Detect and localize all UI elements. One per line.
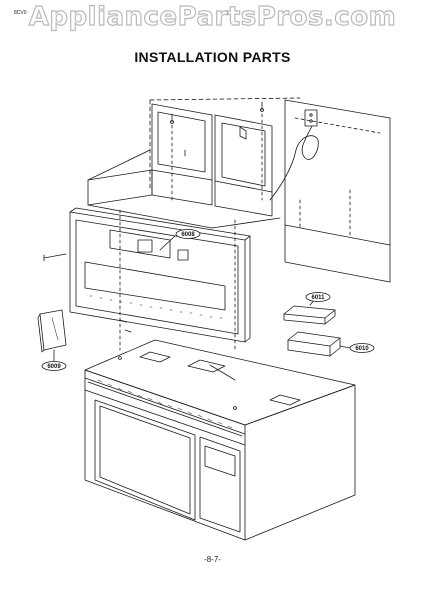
microwave-oven	[84, 339, 356, 541]
part-6010-bracket	[287, 331, 351, 357]
page-number: -8-7-	[204, 555, 221, 564]
callout-6008: 6008	[159, 229, 201, 251]
page-title: INSTALLATION PARTS	[134, 49, 291, 65]
callout-6011: 6011	[305, 292, 331, 302]
mounting-plate	[43, 207, 251, 343]
svg-text:6011: 6011	[311, 295, 325, 301]
wall-cabinets	[87, 97, 391, 351]
page-code: 8CV0	[14, 10, 27, 16]
callout-6009: 6009	[41, 361, 67, 371]
callout-6010: 6010	[349, 343, 375, 353]
part-6011-bracket	[283, 297, 336, 325]
svg-text:6010: 6010	[355, 346, 369, 352]
svg-text:6008: 6008	[181, 232, 195, 238]
part-6009-instruction-bag	[37, 309, 67, 363]
watermark-logo: AppliancePartsPros.com	[28, 1, 397, 32]
svg-text:6009: 6009	[47, 364, 61, 370]
